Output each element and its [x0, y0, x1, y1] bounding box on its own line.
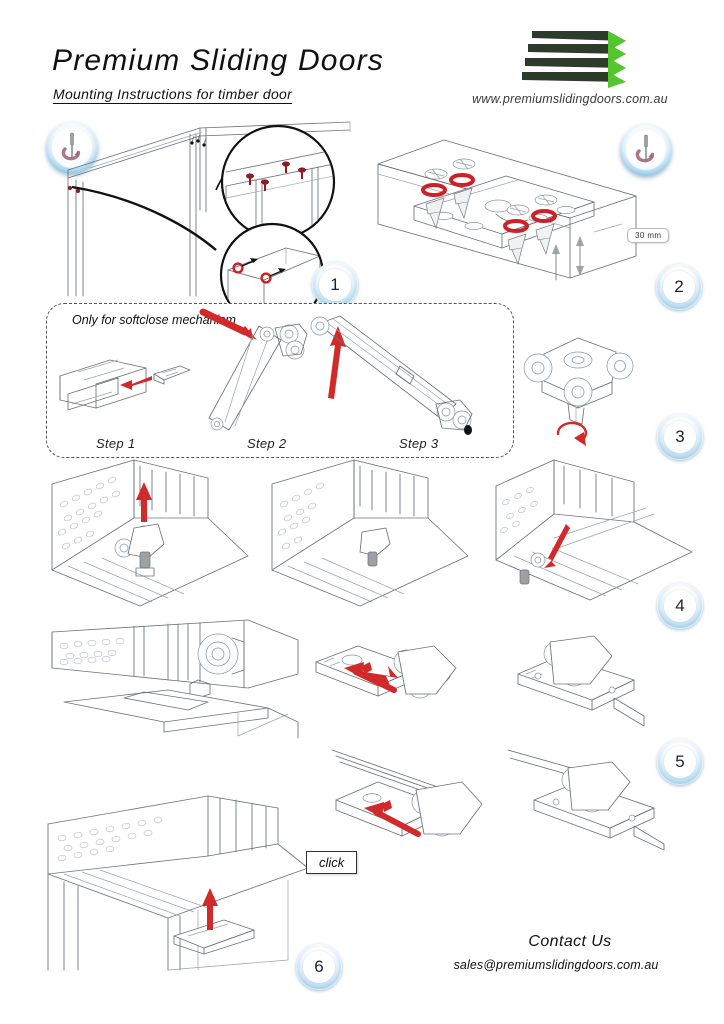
step-number-6: 6: [303, 951, 335, 983]
softclose-note: Only for softclose mechanism: [72, 313, 236, 327]
screwdriver-tool-badge-left: [46, 122, 98, 174]
website-url: www.premiumslidingdoors.com.au: [472, 92, 668, 106]
softclose-step-1-diagram: [58, 350, 191, 430]
step-4-diagram-left: [48, 459, 249, 610]
contact-us-heading: Contact Us: [528, 933, 612, 950]
screwdriver-tool-badge-right: [620, 124, 672, 176]
step-badge-6: 6: [296, 944, 342, 990]
page-subtitle: Mounting Instructions for timber door: [53, 86, 293, 104]
click-label: click: [306, 851, 358, 874]
softclose-step-label-2: Step 2: [247, 436, 287, 451]
step-1-diagram: [50, 120, 351, 328]
step-5-diagram-a: [310, 628, 490, 718]
contact-email[interactable]: sales@premiumslidingdoors.com.au: [453, 958, 659, 972]
step-5-diagram-b: [494, 628, 674, 728]
step-number-2: 2: [663, 271, 695, 303]
page-title: Premium Sliding Doors: [52, 44, 384, 77]
softclose-step-3-diagram: [300, 312, 480, 442]
step-5-diagram-c: [331, 748, 522, 848]
screw: [503, 204, 530, 266]
screwdriver-icon: [52, 128, 92, 168]
step-badge-4: 4: [657, 583, 703, 629]
step-badge-1: 1: [312, 262, 358, 308]
step-6-diagram-upper: [48, 618, 318, 739]
step-2-diagram: [377, 128, 648, 298]
step-badge-3: 3: [657, 414, 703, 460]
premium-sliding-doors-logo: [522, 28, 642, 90]
step-5-diagram-d: [507, 740, 698, 851]
step-number-1: 1: [319, 269, 351, 301]
softclose-step-label-1: Step 1: [96, 436, 136, 451]
step-badge-5: 5: [657, 739, 703, 785]
softclose-step-2-diagram: [195, 308, 325, 440]
screwdriver-icon: [626, 130, 666, 170]
dimension-label: 30 mm: [627, 228, 670, 243]
softclose-step-label-3: Step 3: [399, 436, 439, 451]
step-badge-2: 2: [656, 264, 702, 310]
step-6-diagram-lower: [47, 790, 328, 971]
step-3-diagram: [520, 320, 650, 450]
screw: [531, 194, 558, 256]
step-4-diagram-right: [494, 448, 694, 608]
step-4-diagram-middle: [268, 459, 469, 610]
step-number-5: 5: [664, 746, 696, 778]
screw: [421, 168, 448, 230]
step-number-3: 3: [664, 421, 696, 453]
screw: [449, 158, 476, 220]
step-number-4: 4: [664, 590, 696, 622]
softclose-panel: [46, 303, 514, 458]
